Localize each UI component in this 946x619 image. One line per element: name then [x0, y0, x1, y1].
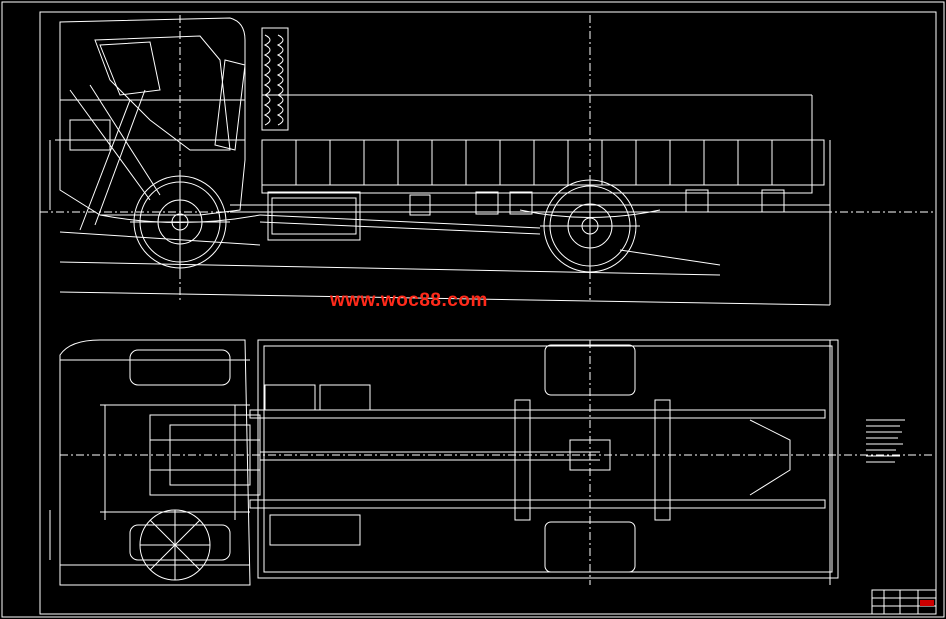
- technical-notes: [866, 419, 905, 463]
- title-block-red-mark: [920, 600, 934, 606]
- chassis-rail-upper: [249, 409, 826, 419]
- cargo-box: [261, 139, 813, 186]
- cargo-box-panels: [295, 140, 773, 185]
- engine-block: [149, 414, 261, 496]
- top-view: [49, 339, 935, 586]
- chassis-rail-lower: [249, 499, 826, 509]
- exhaust-stack: [261, 27, 289, 131]
- side-view: [40, 15, 935, 306]
- title-block: [871, 589, 937, 615]
- cargo-bed-top: [257, 339, 839, 579]
- watermark-text: www.woc88.com: [330, 290, 488, 311]
- cab-top-outline: [59, 339, 251, 586]
- fuel-tank: [267, 191, 361, 241]
- cab-outline: [59, 17, 246, 216]
- inner-border: [39, 11, 937, 615]
